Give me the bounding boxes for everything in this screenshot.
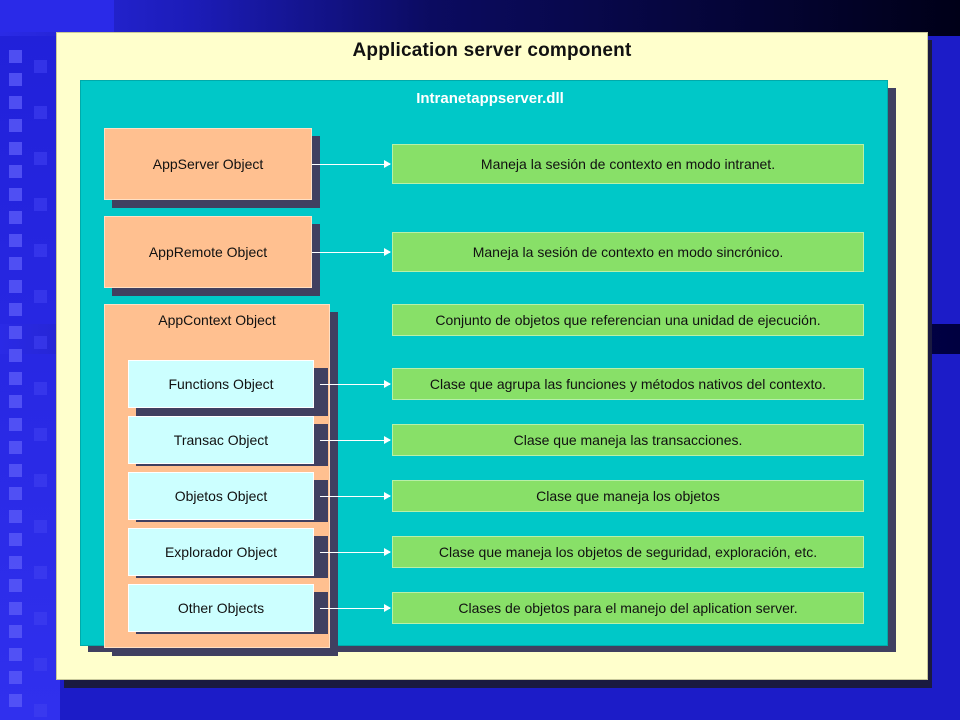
arrow-connector bbox=[320, 604, 391, 612]
decorative-square bbox=[9, 487, 22, 500]
decorative-square bbox=[9, 234, 22, 247]
decorative-square bbox=[9, 50, 22, 63]
decorative-square bbox=[9, 556, 22, 569]
appserver-description: Maneja la sesión de contexto en modo int… bbox=[392, 144, 864, 184]
decorative-square bbox=[9, 165, 22, 178]
transac-description: Clase que maneja las transacciones. bbox=[392, 424, 864, 456]
decorative-square bbox=[34, 336, 47, 349]
decorative-square bbox=[9, 96, 22, 109]
arrow-connector bbox=[320, 380, 391, 388]
arrow-connector bbox=[320, 548, 391, 556]
decorative-square bbox=[34, 290, 47, 303]
decorative-square bbox=[34, 474, 47, 487]
objetos-description: Clase que maneja los objetos bbox=[392, 480, 864, 512]
decorative-square bbox=[34, 60, 47, 73]
slide-corner bbox=[0, 0, 114, 32]
decorative-square bbox=[9, 211, 22, 224]
objetos-object-box: Objetos Object bbox=[128, 472, 314, 520]
arrow-connector bbox=[320, 492, 391, 500]
functions-description: Clase que agrupa las funciones y métodos… bbox=[392, 368, 864, 400]
slide-top-strip bbox=[0, 0, 960, 36]
appremote-object-box: AppRemote Object bbox=[104, 216, 312, 288]
decorative-square bbox=[9, 326, 22, 339]
decorative-square bbox=[9, 303, 22, 316]
decorative-square bbox=[9, 671, 22, 684]
decorative-square bbox=[9, 418, 22, 431]
arrow-connector bbox=[312, 248, 391, 256]
diagram-title: Application server component bbox=[352, 40, 632, 61]
decorative-square bbox=[9, 602, 22, 615]
decorative-square bbox=[9, 349, 22, 362]
decorative-square bbox=[9, 395, 22, 408]
decorative-square bbox=[34, 658, 47, 671]
decorative-square bbox=[9, 648, 22, 661]
decorative-square bbox=[34, 198, 47, 211]
decorative-square bbox=[9, 188, 22, 201]
decorative-square bbox=[34, 566, 47, 579]
decorative-square bbox=[34, 152, 47, 165]
explorador-description: Clase que maneja los objetos de segurida… bbox=[392, 536, 864, 568]
decorative-square bbox=[9, 464, 22, 477]
decorative-square bbox=[9, 280, 22, 293]
arrow-connector bbox=[312, 160, 391, 168]
decorative-square bbox=[34, 428, 47, 441]
decorative-square bbox=[34, 612, 47, 625]
decorative-square bbox=[34, 382, 47, 395]
dll-label: Intranetappserver.dll bbox=[416, 90, 564, 107]
decorative-square bbox=[9, 510, 22, 523]
decorative-square bbox=[9, 625, 22, 638]
decorative-square bbox=[9, 257, 22, 270]
appcontext-object-label: AppContext Object bbox=[158, 312, 276, 328]
decorative-square bbox=[9, 533, 22, 546]
transac-object-box: Transac Object bbox=[128, 416, 314, 464]
decorative-square bbox=[34, 520, 47, 533]
decorative-square bbox=[9, 142, 22, 155]
decorative-square bbox=[9, 694, 22, 707]
decorative-square bbox=[9, 579, 22, 592]
decorative-square bbox=[34, 106, 47, 119]
explorador-object-box: Explorador Object bbox=[128, 528, 314, 576]
other-objects-box: Other Objects bbox=[128, 584, 314, 632]
decorative-square bbox=[9, 372, 22, 385]
appserver-object-box: AppServer Object bbox=[104, 128, 312, 200]
functions-object-box: Functions Object bbox=[128, 360, 314, 408]
appremote-description: Maneja la sesión de contexto en modo sin… bbox=[392, 232, 864, 272]
other-objects-description: Clases de objetos para el manejo del apl… bbox=[392, 592, 864, 624]
appcontext-description: Conjunto de objetos que referencian una … bbox=[392, 304, 864, 336]
decorative-square bbox=[34, 244, 47, 257]
decorative-square bbox=[9, 119, 22, 132]
decorative-square bbox=[34, 704, 47, 717]
arrow-connector bbox=[320, 436, 391, 444]
decorative-square bbox=[9, 73, 22, 86]
decorative-square bbox=[9, 441, 22, 454]
